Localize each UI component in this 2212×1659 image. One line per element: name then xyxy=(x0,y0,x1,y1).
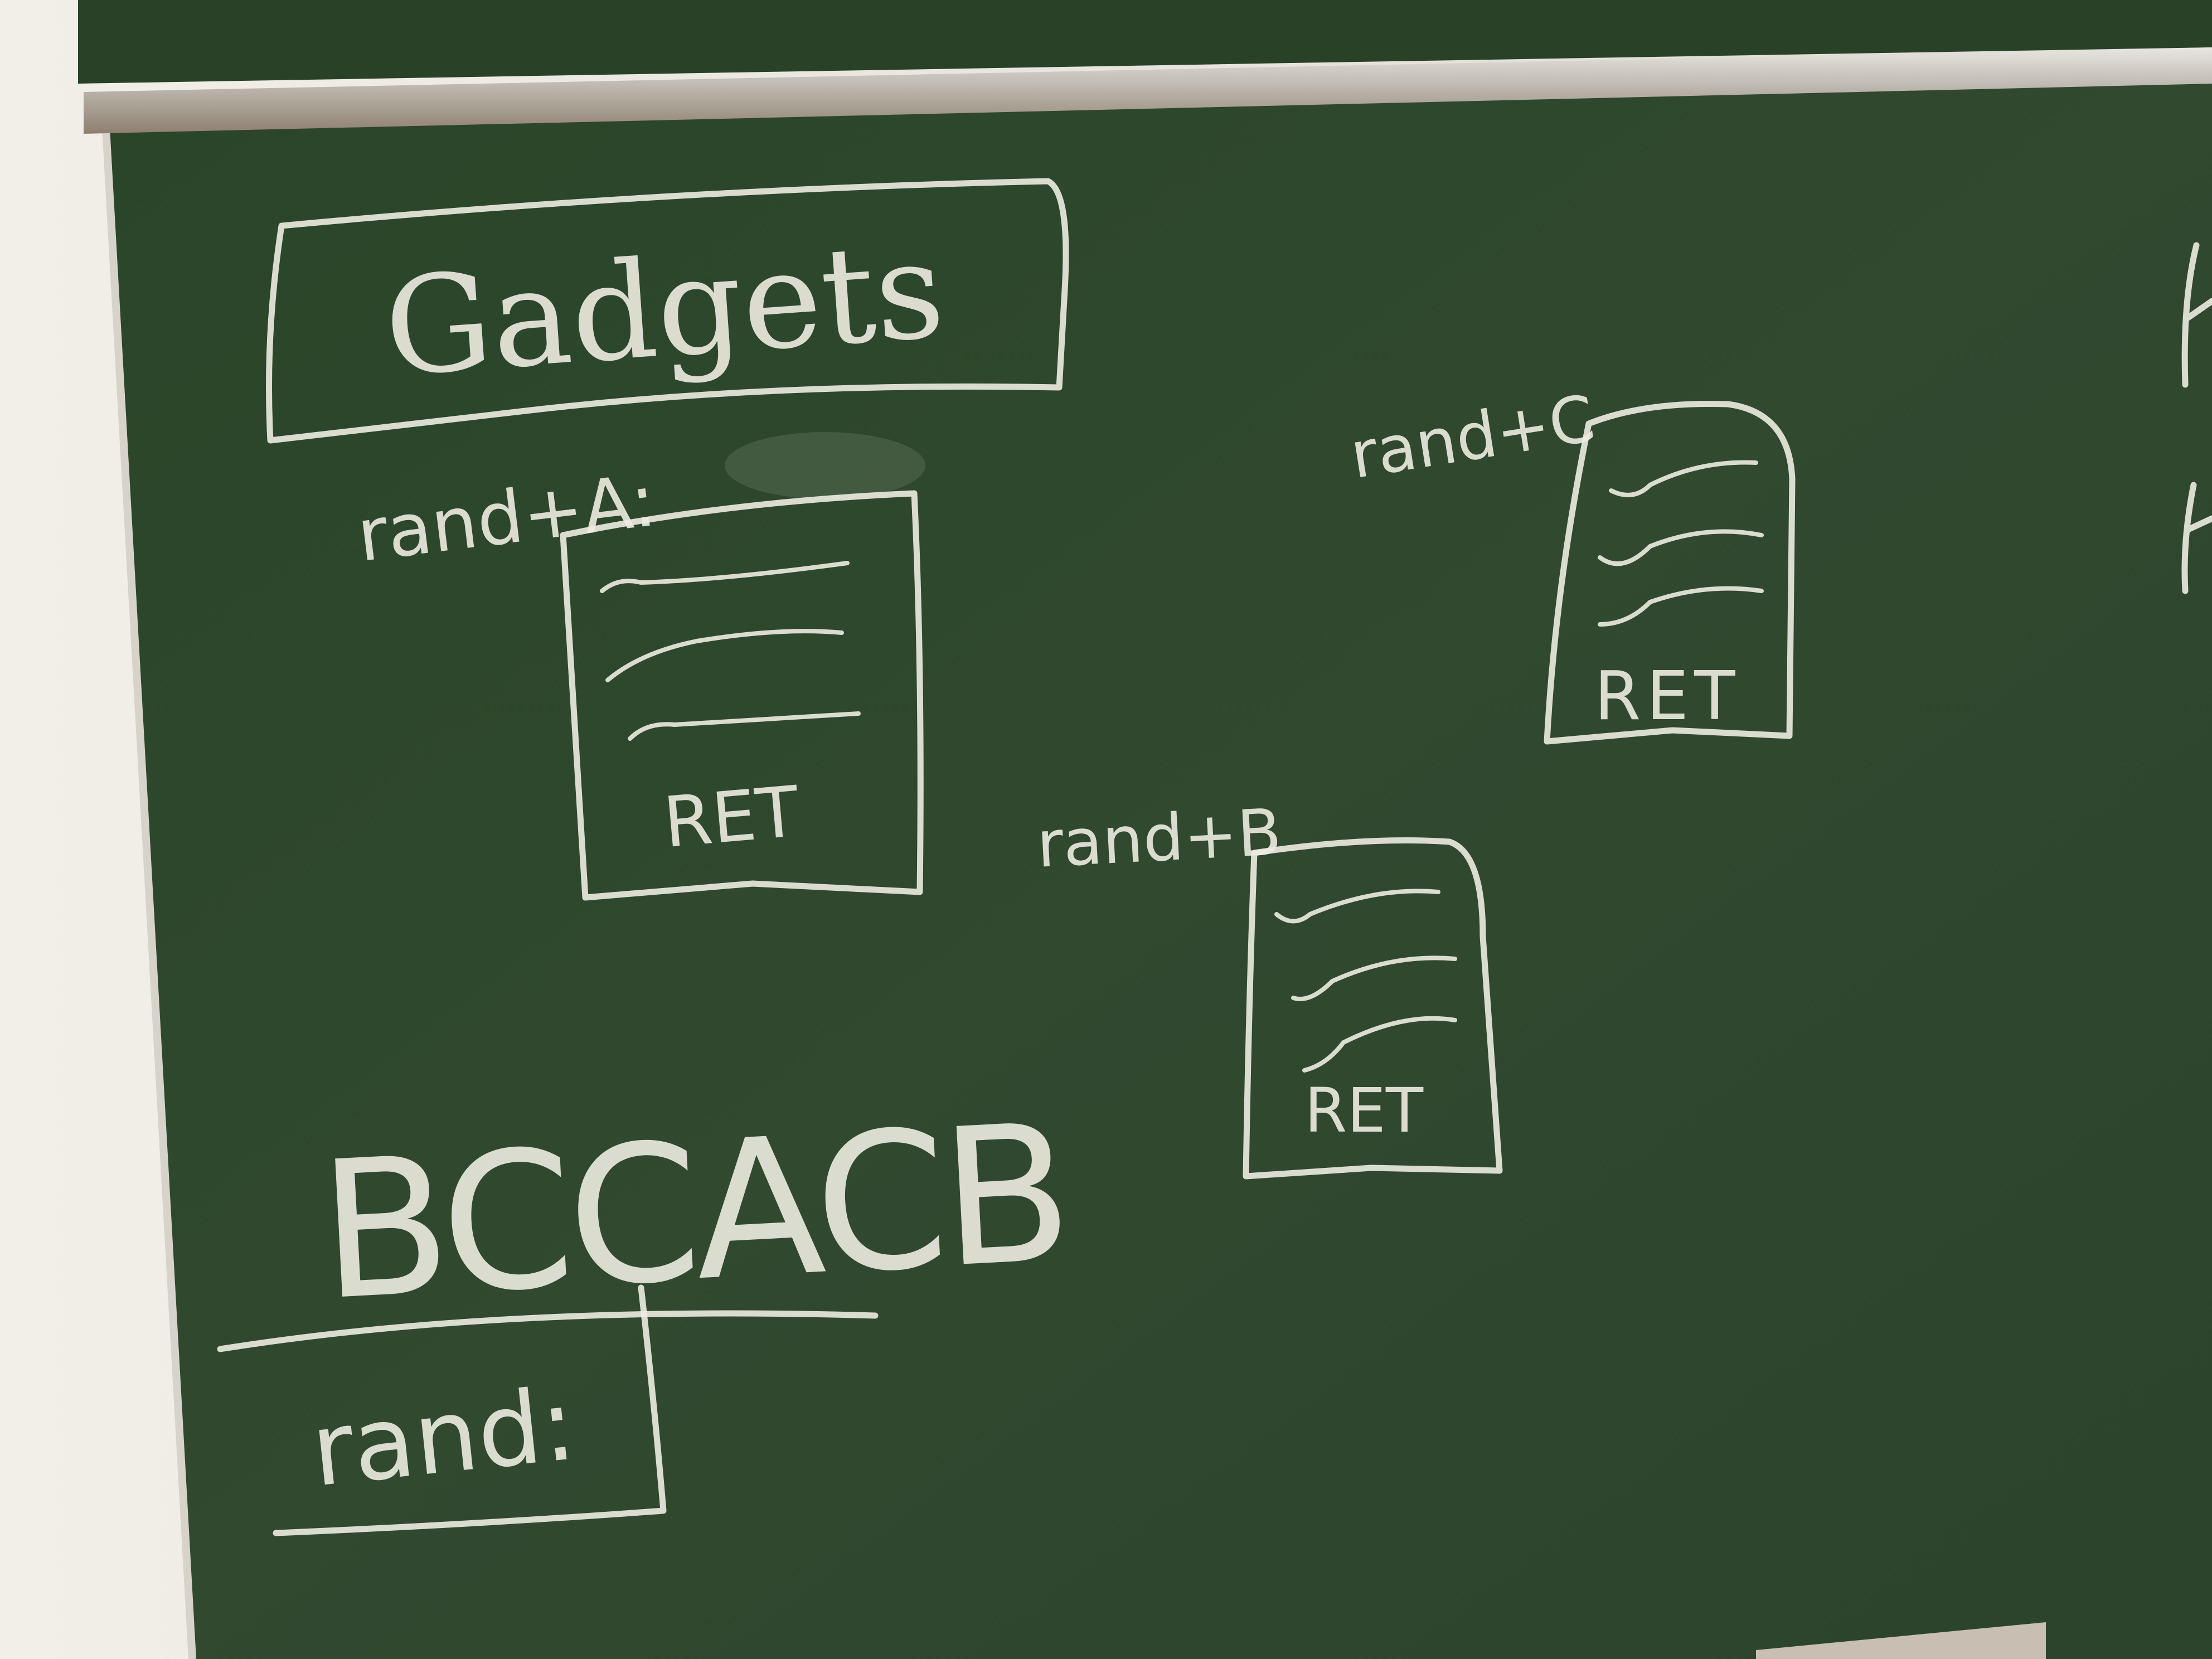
eraser-smudge xyxy=(725,432,925,499)
gadget-a-instr-1 xyxy=(600,561,850,593)
gadget-c-instr-3 xyxy=(1598,586,1764,627)
chalk-rail xyxy=(84,47,2212,134)
gadget-c-instr-1 xyxy=(1609,460,1758,497)
gadget-a-instr-3 xyxy=(628,711,861,741)
title-box xyxy=(266,178,1069,444)
gadget-b-instr-1 xyxy=(1274,889,1440,924)
gadget-chain: BCCACB xyxy=(314,1083,1071,1343)
gadget-a-instr-2 xyxy=(605,629,844,682)
gadget-c-instr-2 xyxy=(1598,529,1764,566)
gadget-b-ret: RET xyxy=(1304,1075,1424,1146)
upper-board-strip xyxy=(78,0,2212,84)
gadget-b-label: rand+B xyxy=(1035,795,1283,882)
chalkboard xyxy=(106,84,2212,1659)
rand-box-top-line xyxy=(217,1310,879,1352)
gadget-a-ret: RET xyxy=(661,772,803,864)
gadget-b-box xyxy=(1243,837,1503,1180)
rand-box-text: rand: xyxy=(306,1366,581,1509)
gadget-b-instr-2 xyxy=(1291,955,1457,1001)
gadget-c-ret: RET xyxy=(1594,658,1741,735)
rand-box-sides xyxy=(273,1284,667,1536)
bottom-tray xyxy=(1756,1622,2046,1659)
edge-mark-1 xyxy=(2181,242,2212,388)
edge-mark-2 xyxy=(2181,482,2212,594)
gadget-b-instr-3 xyxy=(1302,1016,1457,1073)
board-frame-edge xyxy=(102,128,196,1659)
title-text: Gadgets xyxy=(380,211,949,406)
gadget-a-box xyxy=(560,490,924,901)
gadget-c-box xyxy=(1544,400,1796,745)
